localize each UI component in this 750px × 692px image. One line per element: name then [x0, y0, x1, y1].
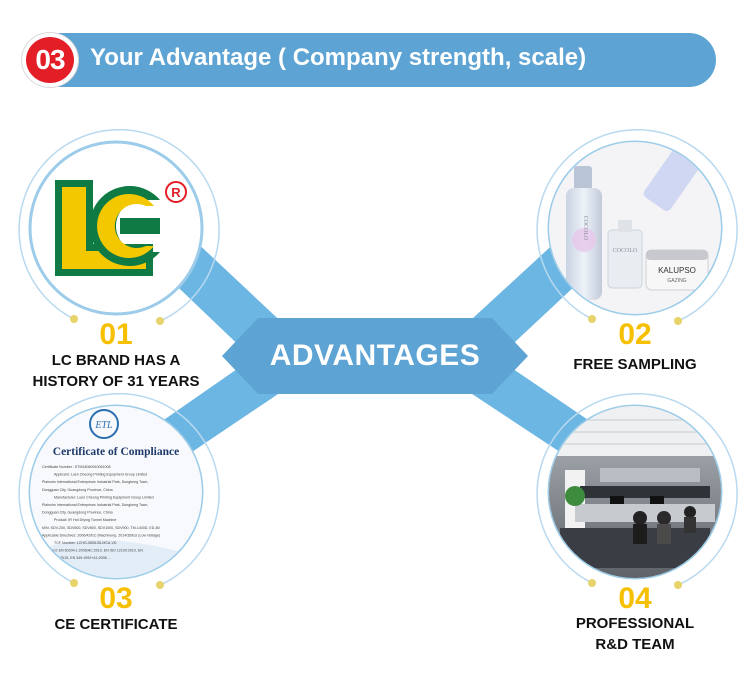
ring-02	[536, 129, 738, 325]
certificate-line: M/N: SDV-200, SDV600, SDV800, SDV1000, S…	[42, 526, 160, 530]
certificate-line: Dongguan City, Guangdong Province, China	[42, 488, 113, 492]
item-04-label-line-2: R&D TEAM	[595, 636, 675, 653]
certificate-line: Standard: EN 60204-1:2006/AC:2010, EN IS…	[42, 549, 143, 553]
certificate-line: Product: IR Hot Drying Tunnel Machine	[54, 518, 116, 522]
certificate-body: Certificate Number : ETM18060910061008Ap…	[42, 465, 160, 560]
registered-mark: R	[171, 185, 181, 200]
certificate-line: Dongguan City, Guangdong Province, China	[42, 511, 113, 515]
sample-products-photo: COCOLO COCOLO KALUPSO GAZING	[547, 140, 723, 316]
certificate-line: Plainuim International Enterprises Indus…	[42, 503, 148, 507]
item-04-label: PROFESSIONAL R&D TEAM	[535, 613, 735, 655]
bottle-label: COCOLO	[582, 216, 588, 241]
center-hexagon	[222, 318, 528, 394]
certificate-line: TCF Number: LCHG-0606-06-MCA-VD	[54, 541, 117, 545]
section-title: Your Advantage ( Company strength, scale…	[90, 44, 587, 71]
certificate-line: Manufacturer: Luen Cheong Printing Equip…	[54, 495, 154, 499]
item-01-number: 01	[99, 318, 133, 351]
item-03-label-line-1: CE CERTIFICATE	[54, 616, 178, 633]
ring-01	[18, 129, 220, 325]
jar-sub-label: GAZING	[667, 278, 686, 284]
certificate-title: Certificate of Compliance	[53, 446, 179, 458]
certificate-line: Plainuim International Enterprises Indus…	[42, 480, 148, 484]
certificate-line: Applicant: Luen Cheong Printing Equipmen…	[54, 473, 147, 477]
certificate-line: Applicable Directives: 2006/42/EC (Machi…	[42, 533, 160, 537]
ring-03	[18, 393, 220, 589]
item-02-label-line-1: FREE SAMPLING	[573, 356, 697, 373]
jar-label: KALUPSO	[658, 266, 696, 275]
section-number-badge: 03	[22, 33, 78, 87]
item-01-label-line-1: LC BRAND HAS A	[51, 352, 181, 369]
item-02-number: 02	[618, 318, 652, 351]
center-advantages-label: ADVANTAGES	[269, 339, 481, 372]
item-03-number: 03	[99, 582, 133, 615]
rd-team-office-photo	[547, 404, 723, 580]
ce-certificate-image: ETL Certificate of Compliance Certificat…	[28, 404, 204, 580]
item-01-label-line-2: HISTORY OF 31 YEARS	[32, 373, 200, 390]
item-04-label-line-1: PROFESSIONAL	[575, 615, 695, 632]
etl-seal-text: ETL	[94, 420, 113, 431]
certificate-line: Certificate Number : ETM18060910061008	[42, 465, 111, 469]
item-02-label: FREE SAMPLING	[535, 354, 735, 375]
ring-04	[536, 393, 738, 589]
small-bottle-label: COCOLO	[613, 248, 638, 254]
item-03-label: CE CERTIFICATE	[16, 614, 216, 635]
lc-brand-logo: R	[28, 140, 204, 316]
item-04-number: 04	[618, 582, 652, 615]
certificate-line: ISO 14120:2015, EN 349:1993+A1:2008 ...	[42, 556, 111, 560]
header-bar	[22, 33, 716, 87]
item-01-label: LC BRAND HAS A HISTORY OF 31 YEARS	[16, 350, 216, 392]
